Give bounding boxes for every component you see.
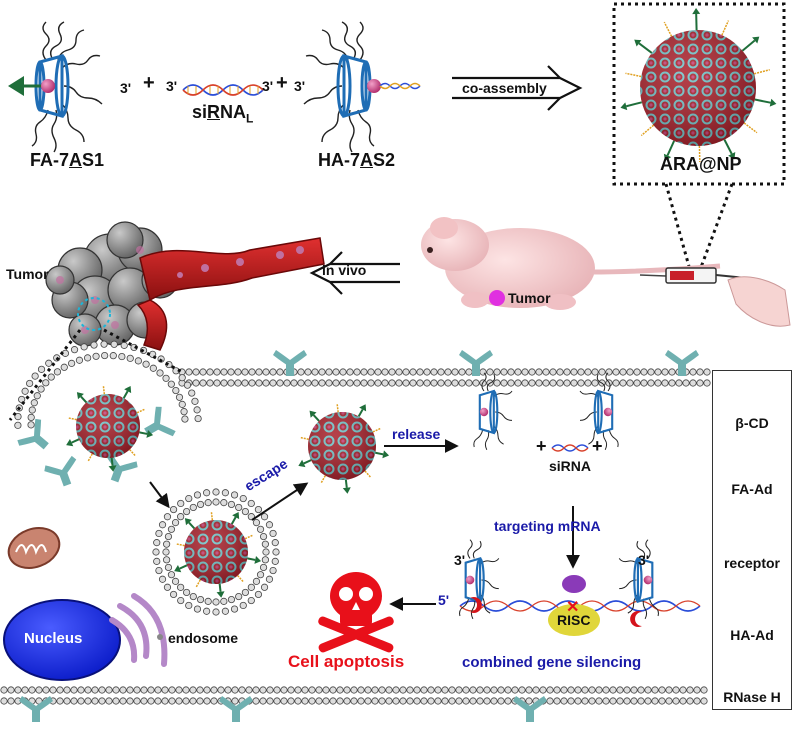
targeting-mrna-label: targeting mRNA <box>494 518 601 534</box>
in-vivo-label: in vivo <box>322 262 367 278</box>
released-fa-7as1 <box>473 372 513 451</box>
fa-7as1-label: FA-7AS1 <box>30 150 105 170</box>
svg-text:✕: ✕ <box>566 599 579 616</box>
ara-np-label: ARA@NP <box>660 154 742 174</box>
legend-label-fa-ad: FA-Ad <box>731 481 773 497</box>
ha-7as2-label: HA-7AS2 <box>318 150 396 170</box>
fa-7as1-3prime: 3' <box>120 80 132 96</box>
sirna-3prime-left: 3' <box>166 78 178 94</box>
blood-vessel <box>136 237 325 351</box>
fa-7as1-construct <box>8 21 103 153</box>
golgi-apparatus <box>109 593 168 667</box>
released-plus-2: + <box>592 436 603 456</box>
sirna-l-label: siRNAL <box>192 102 254 126</box>
mitochondrion <box>7 527 61 569</box>
sirna-3prime-right: 3' <box>262 78 274 94</box>
zoom-line-to-cell <box>8 328 183 421</box>
released-ha-7as2 <box>579 372 619 451</box>
legend-panel: β-CD FA-Ad receptor HA-Ad RNase H <box>712 370 792 710</box>
silencing-right-construct <box>618 539 659 620</box>
silencing-3prime-left: 3' <box>454 552 466 568</box>
nucleus-label: Nucleus <box>24 630 83 647</box>
silencing-5prime: 5' <box>438 592 450 608</box>
arrow-escape <box>251 482 309 521</box>
released-plus-1: + <box>536 436 547 456</box>
ha-7as2-3prime: 3' <box>294 78 306 94</box>
legend-label-receptor: receptor <box>723 555 781 571</box>
mouse-tumor-label: Tumor <box>508 290 551 306</box>
in-vivo-arrow <box>309 251 400 295</box>
np-in-pit <box>66 385 154 472</box>
arrow-pit-to-endosome <box>149 481 170 509</box>
endosome-label: endosome <box>168 630 239 646</box>
endosome-marker-dot <box>157 634 163 640</box>
nucleus <box>3 599 121 681</box>
cell-membrane-top <box>178 368 711 387</box>
plus-sign-2: + <box>276 72 288 94</box>
gloved-hand <box>727 276 791 327</box>
combined-gene-silencing-label: combined gene silencing <box>462 654 642 671</box>
sirna-duplex <box>182 84 264 96</box>
zoom-line-to-syringe <box>664 183 734 271</box>
sirna-label: siRNA <box>549 458 592 474</box>
co-assembly-label: co-assembly <box>462 80 547 96</box>
legend-label-ha-ad: HA-Ad <box>730 627 774 643</box>
release-label: release <box>392 426 441 442</box>
np-escaped <box>298 404 390 494</box>
nude-mouse <box>421 217 721 310</box>
cell-membrane-bottom <box>0 686 708 705</box>
legend-label-rnase-h: RNase H <box>723 689 781 705</box>
legend-label-beta-cd: β-CD <box>735 415 769 431</box>
endocytosis-pit <box>14 340 202 429</box>
endosome-vesicle <box>152 488 280 616</box>
np-in-endosome <box>174 511 262 598</box>
rnase-h-bound <box>470 597 642 627</box>
ara-np-particle <box>620 8 777 162</box>
silencing-3prime-right: 3' <box>638 552 650 568</box>
ara-np-box <box>612 2 786 186</box>
plus-sign-1: + <box>143 72 155 94</box>
cell-apoptosis-label: Cell apoptosis <box>288 652 405 671</box>
released-sirna <box>551 444 589 452</box>
risc-label: RISC <box>557 612 591 628</box>
tumor-label: Tumor <box>6 266 49 282</box>
skull-crossbones-icon <box>318 572 394 653</box>
silencing-complex: ✕ <box>459 575 701 636</box>
co-assembly-arrow <box>452 65 583 111</box>
ha-7as2-construct <box>303 21 421 153</box>
tumor-highlight-circle <box>77 297 111 331</box>
